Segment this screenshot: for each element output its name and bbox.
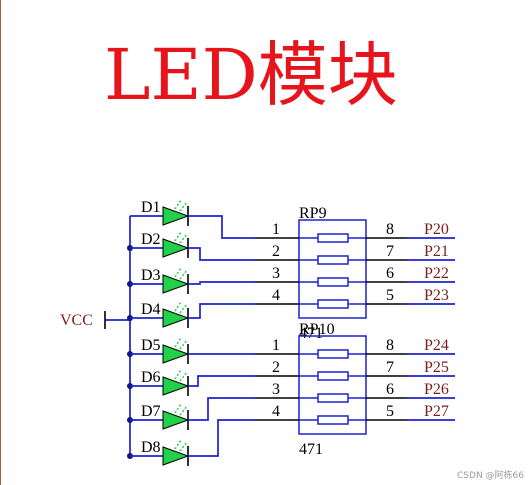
led-light-arrow [179,405,188,416]
resistor-network-ref: RP9 [299,205,327,222]
resistor-element [317,349,349,359]
led-label: D8 [141,439,161,456]
led-light-arrow [179,371,188,382]
led-cathode-wire [188,281,255,285]
resistor-pin-number: 1 [272,221,280,238]
led-triangle [162,446,190,466]
led-cathode-wire [188,247,255,261]
resistor-pin-number: 3 [272,381,280,398]
led-light-arrow [174,439,182,450]
net-label: P21 [424,243,449,260]
led-label: D5 [141,337,161,354]
led-cathode-wire [188,215,255,239]
led-cathode-wire [188,419,255,457]
led-cathode-wire [188,397,255,421]
led-label: D2 [141,231,161,248]
resistor-pin-number: 7 [386,359,394,376]
net-label: P24 [424,337,449,354]
net-label: P25 [424,359,449,376]
net-label: P23 [424,287,449,304]
led-label: D7 [141,403,161,420]
resistor-pin-number: 5 [386,287,394,304]
led-label: D6 [141,369,161,386]
led-light-arrow [174,403,182,414]
led-light-arrow [174,301,182,312]
resistor-network-value: 471 [299,325,323,342]
resistor-pin-number: 7 [386,243,394,260]
net-label: P22 [424,265,449,282]
resistor-pin-number: 5 [386,403,394,420]
led-light-arrow [179,303,188,314]
resistor-network-body [298,219,367,319]
diagram-title: LED模块 [104,34,398,116]
resistor-pin-number: 8 [386,221,394,238]
vcc-label: VCC [60,312,93,329]
net-label: P20 [424,221,449,238]
led-light-arrow [179,201,188,212]
net-label: P26 [424,381,449,398]
watermark: CSDN @阿栋66 [457,471,524,481]
led-triangle [162,274,190,294]
led-triangle [162,206,190,226]
led-light-arrow [174,267,182,278]
resistor-element [317,277,349,287]
led-light-arrow [174,369,182,380]
led-light-arrow [174,199,182,210]
resistor-pin-number: 3 [272,265,280,282]
resistor-pin-number: 4 [272,287,280,304]
resistor-element [317,371,349,381]
led-light-arrow [174,337,182,348]
led-triangle [162,308,190,328]
led-label: D3 [141,267,161,284]
resistor-element [317,415,349,425]
led-label: D1 [141,199,161,216]
led-light-arrow [179,233,188,244]
resistor-element [317,255,349,265]
led-triangle [162,238,190,258]
led-light-arrow [179,339,188,350]
led-triangle [162,376,190,396]
resistor-pin-number: 4 [272,403,280,420]
net-label: P27 [424,403,449,420]
resistor-pin-number: 6 [386,265,394,282]
led-light-arrow [179,441,188,452]
led-light-arrow [179,269,188,280]
led-light-arrow [174,231,182,242]
led-cathode-wire [188,303,255,319]
led-label: D4 [141,301,161,318]
resistor-pin-number: 8 [386,337,394,354]
resistor-pin-number: 2 [272,243,280,260]
resistor-network-value: 471 [299,441,323,458]
resistor-element [317,233,349,243]
sheet-border [0,0,1,485]
led-triangle [162,344,190,364]
resistor-pin-number: 2 [272,359,280,376]
resistor-network-ref: RP10 [299,321,335,338]
resistor-element [317,299,349,309]
resistor-pin-number: 1 [272,337,280,354]
led-triangle [162,410,190,430]
led-cathode-wire [188,375,255,387]
resistor-network-body [298,335,367,435]
resistor-pin-number: 6 [386,381,394,398]
resistor-element [317,393,349,403]
